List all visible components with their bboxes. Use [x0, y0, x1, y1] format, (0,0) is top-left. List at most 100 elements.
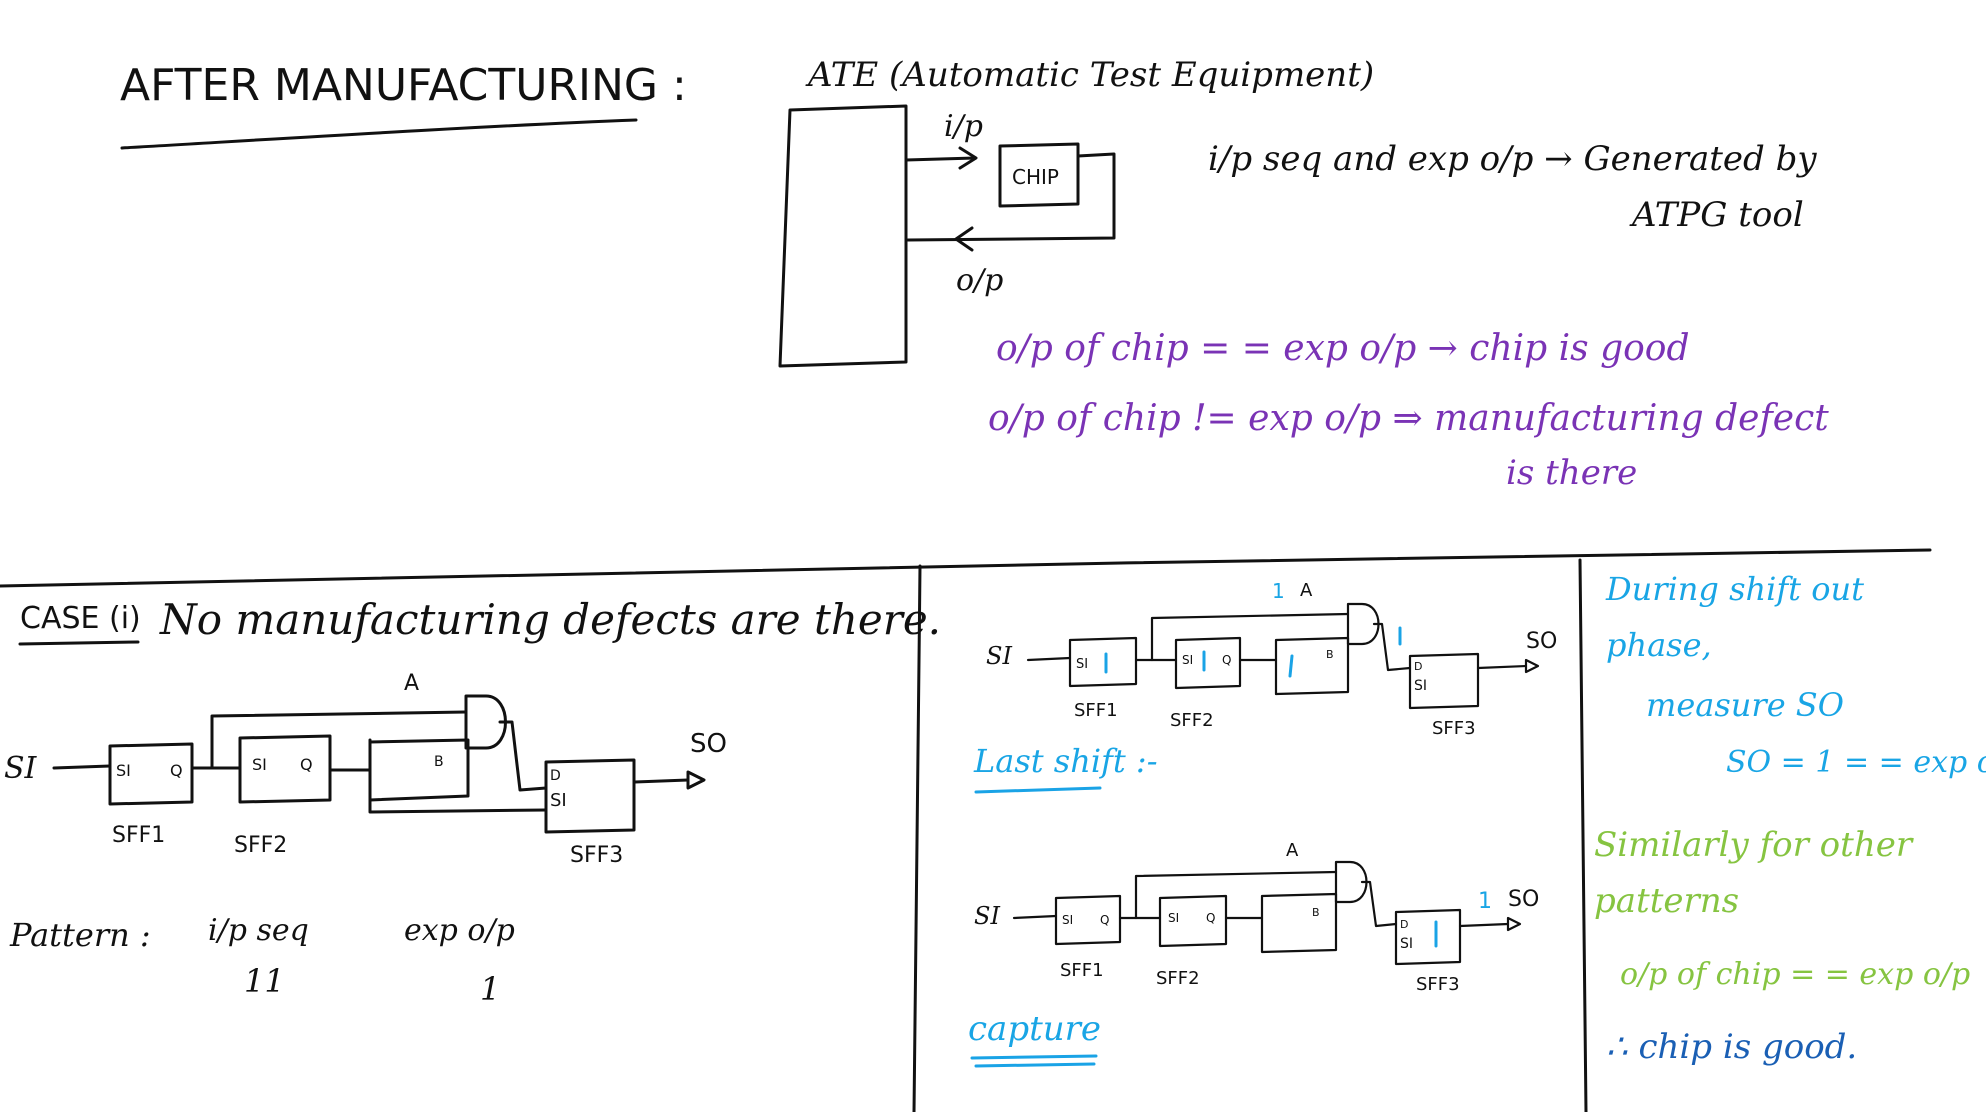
rule-bad-line2: is there [1506, 453, 1637, 493]
rule-bad-line1: o/p of chip != exp o/p ⇒ manufacturing d… [988, 398, 1829, 439]
a-wire-3 [1134, 870, 1338, 920]
capture-underline-2 [974, 1062, 1096, 1068]
sff1-box-2 [1068, 636, 1138, 688]
so-label-2: SO [1526, 629, 1557, 654]
circuit-capture: SI SI Q SFF1 A SI Q SFF2 B D SI SFF3 1 S… [974, 840, 1539, 995]
so-wire [632, 778, 690, 784]
sff3-label-2: SFF3 [1432, 718, 1476, 739]
so-wire-2 [1476, 664, 1528, 670]
sff3-d-pin-2: D [1414, 660, 1422, 673]
sff2-box-2 [1174, 636, 1242, 690]
sff3-si-pin-3: SI [1400, 936, 1413, 952]
so-label: SO [690, 729, 727, 759]
sff2-q-pin-3: Q [1206, 911, 1215, 925]
chip-label: CHIP [1012, 165, 1059, 189]
a-label: A [404, 671, 419, 696]
si-wire-2 [1026, 656, 1072, 662]
heading-underline [120, 118, 638, 150]
gate-output-wire-2 [1372, 622, 1412, 672]
sff3-box-2 [1408, 652, 1480, 710]
sff3-si-pin: SI [550, 790, 567, 811]
sff1-si-pin-2: SI [1076, 657, 1088, 672]
last-shift-underline [974, 786, 1102, 794]
ate-box [778, 104, 908, 368]
atpg-note-line2: ATPG tool [1629, 195, 1804, 235]
so-one-value-3: 1 [1478, 889, 1492, 914]
a-wire-2 [1150, 612, 1350, 662]
sff1-box-3 [1054, 894, 1122, 946]
rule-good: o/p of chip = = exp o/p → chip is good [996, 328, 1690, 369]
si-label: SI [4, 751, 38, 786]
case-text: No manufacturing defects are there. [159, 595, 941, 644]
logic-box [368, 738, 470, 802]
vertical-divider-right [1578, 558, 1588, 1112]
note-line3: measure SO [1646, 686, 1844, 724]
page-heading: AFTER MANUFACTURING : [120, 60, 687, 111]
so-arrow-icon [686, 770, 706, 790]
atpg-note-line1: i/p seq and exp o/p → Generated by [1208, 139, 1817, 179]
circuit-case-i: SI SI Q SFF1 A SI Q SFF2 B D SI SFF3 SO [4, 671, 727, 868]
and-gate-2 [1346, 602, 1380, 646]
note-line2: phase, [1606, 626, 1712, 664]
sff3-label-3: SFF3 [1416, 974, 1460, 995]
sff1-q-pin: Q [170, 761, 183, 780]
pattern-ip-value: 11 [244, 962, 285, 1000]
gate-output-wire-3 [1360, 880, 1398, 928]
a-label-3: A [1286, 840, 1299, 861]
sff3-box [544, 758, 636, 834]
sff1-label: SFF1 [112, 823, 165, 848]
output-wire [906, 152, 1116, 242]
si-label-2: SI [986, 642, 1012, 670]
sff2-label-2: SFF2 [1170, 710, 1214, 731]
vertical-divider-left [912, 564, 922, 1112]
sff2-label: SFF2 [234, 833, 287, 858]
sff3-label: SFF3 [570, 843, 623, 868]
a-one-value-2: 1 [1272, 579, 1285, 603]
sff2-q-pin: Q [300, 755, 313, 774]
sff3-d-pin: D [550, 768, 561, 784]
sff2-label-3: SFF2 [1156, 968, 1200, 989]
sff1-label-2: SFF1 [1074, 700, 1118, 721]
sff1-si-pin: SI [116, 761, 131, 780]
gate-output-wire [498, 720, 548, 792]
last-shift-label: Last shift :- [973, 742, 1158, 780]
note-line7: o/p of chip = = exp o/p [1620, 957, 1970, 992]
sff3-si-pin-2: SI [1414, 678, 1427, 694]
sff1-label-3: SFF1 [1060, 960, 1104, 981]
so-arrow-icon-2 [1524, 658, 1540, 674]
b-label: B [434, 754, 444, 770]
capture-label: capture [968, 1009, 1101, 1049]
b-label-2: B [1326, 648, 1334, 661]
sff2-box-3 [1158, 894, 1228, 948]
sff1-box [108, 742, 194, 806]
note-line6: patterns [1594, 881, 1739, 921]
note-line5: Similarly for other [1594, 825, 1914, 865]
so-arrow-icon-3 [1506, 916, 1522, 932]
sff2-si-pin-3: SI [1168, 911, 1179, 925]
pattern-exp-header: exp o/p [404, 913, 515, 948]
si-wire [52, 764, 112, 770]
input-wire [904, 156, 977, 162]
chip-box [998, 142, 1080, 208]
case-underline [18, 640, 140, 646]
capture-underline-1 [970, 1054, 1098, 1060]
note-line4: SO = 1 = = exp o/p [1726, 745, 1986, 780]
pattern-label: Pattern : [9, 916, 151, 954]
logic-one-mark-2 [1288, 654, 1294, 678]
sff1-q-pin-3: Q [1100, 913, 1109, 927]
output-arrowhead [954, 226, 974, 252]
note-line8: ∴ chip is good. [1606, 1027, 1857, 1067]
case-label: CASE (i) [20, 601, 141, 636]
and-gate [464, 694, 507, 750]
sff3-box-3 [1394, 908, 1462, 966]
output-label: o/p [956, 263, 1003, 298]
ate-title: ATE (Automatic Test Equipment) [805, 55, 1374, 95]
pattern-exp-value: 1 [480, 970, 500, 1008]
sff3-d-pin-3: D [1400, 918, 1408, 931]
sff2-box [238, 734, 332, 804]
scan-path-wire [368, 738, 548, 814]
and-gate-3 [1334, 860, 1368, 904]
sff2-q-pin-2: Q [1222, 653, 1231, 667]
logic-box-3 [1260, 892, 1338, 954]
